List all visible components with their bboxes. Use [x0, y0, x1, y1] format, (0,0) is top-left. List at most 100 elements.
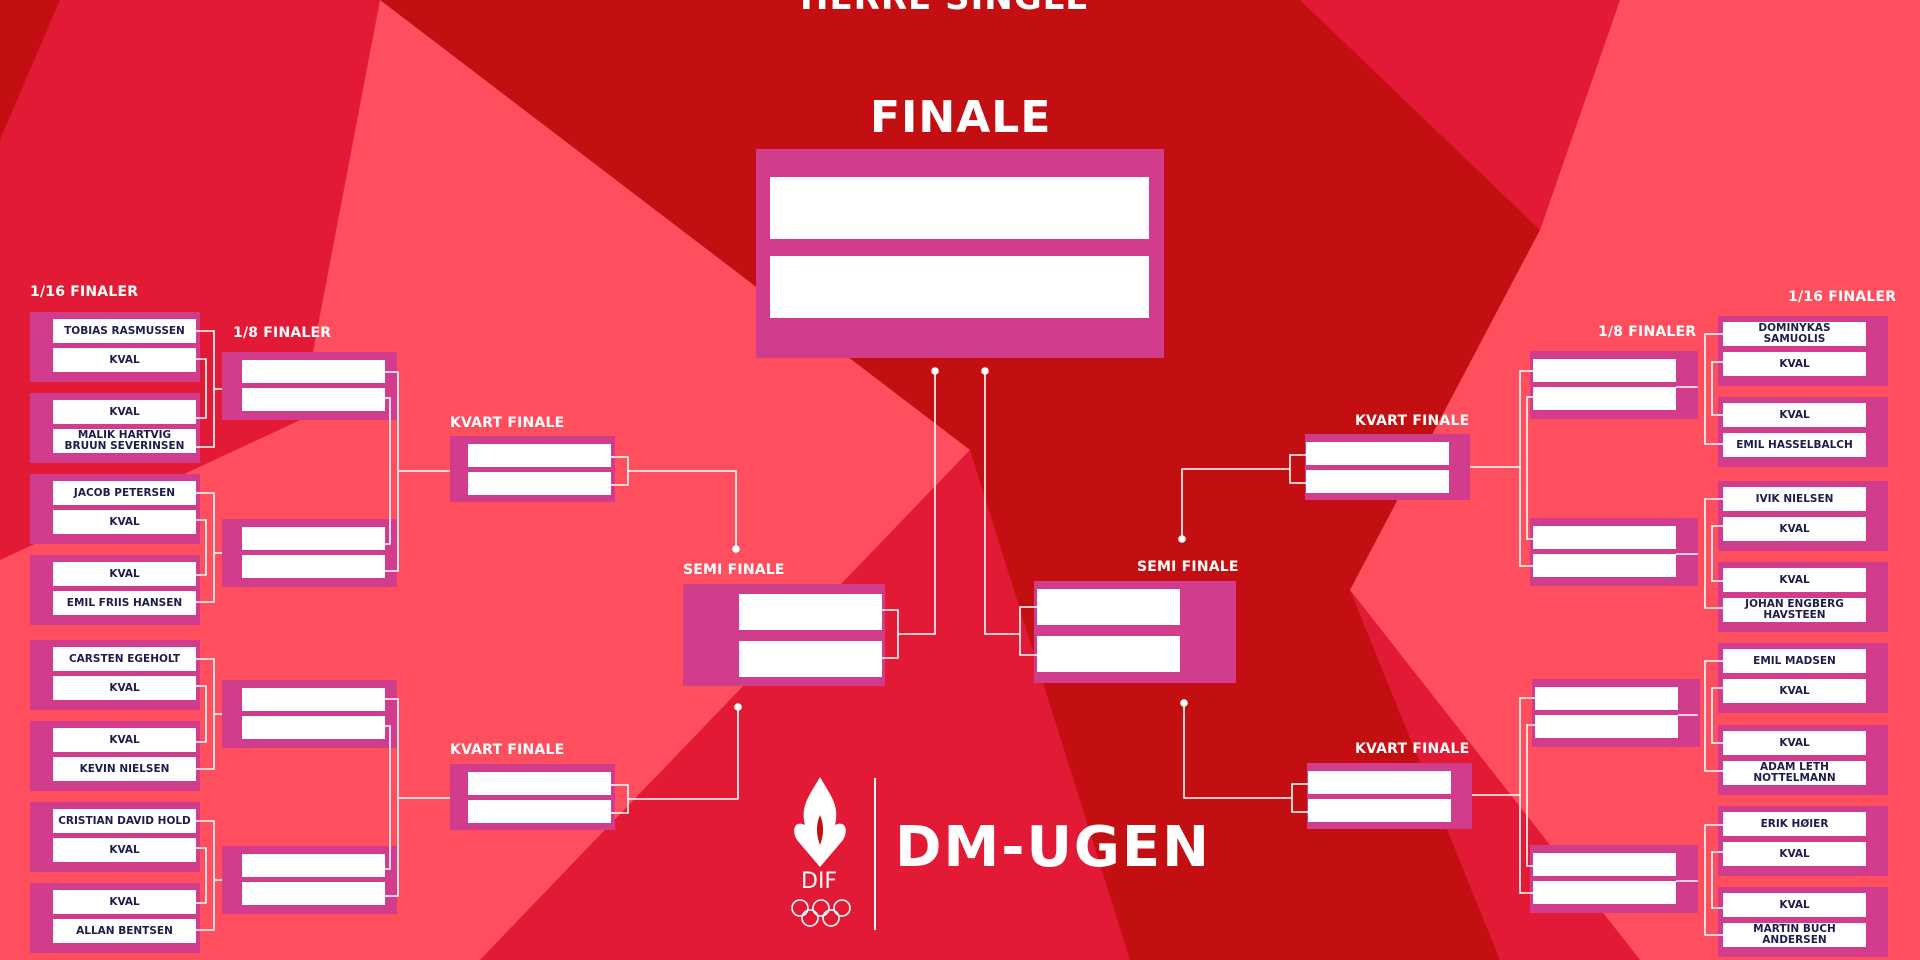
player-slot[interactable]: EMIL FRIIS HANSEN	[53, 591, 196, 615]
player-slot[interactable]: KVAL	[1723, 731, 1866, 755]
r8-slot[interactable]	[242, 555, 385, 578]
sf-slot[interactable]	[1037, 589, 1180, 625]
r8-slot[interactable]	[1533, 359, 1676, 382]
left-r16-match-7: CRISTIAN DAVID HOLD KVAL	[30, 802, 200, 872]
final-slot-1[interactable]	[770, 177, 1149, 239]
left-r8-match-1	[222, 352, 397, 420]
r8-slot[interactable]	[1533, 526, 1676, 549]
dif-flame-icon	[794, 777, 846, 867]
qf-slot[interactable]	[1308, 799, 1451, 822]
player-slot[interactable]: KVAL	[53, 728, 196, 752]
player-slot[interactable]: KVAL	[53, 838, 196, 862]
right-r16-match-8: KVAL MARTIN BUCH ANDERSEN	[1718, 887, 1888, 957]
qf-slot[interactable]	[1308, 771, 1451, 794]
right-r16-match-7: ERIK HØIER KVAL	[1718, 806, 1888, 876]
right-r16-match-1: DOMINYKAS SAMUOLIS KVAL	[1718, 316, 1888, 386]
player-slot[interactable]: JOHAN ENGBERG HAVSTEEN	[1723, 598, 1866, 622]
player-slot[interactable]: IVIK NIELSEN	[1723, 487, 1866, 511]
page-title: HERRE SINGLE	[800, 0, 1090, 18]
player-slot[interactable]: CRISTIAN DAVID HOLD	[53, 809, 196, 833]
qf-slot[interactable]	[468, 772, 611, 795]
player-slot[interactable]: ADAM LETH NOTTELMANN	[1723, 761, 1866, 785]
player-slot[interactable]: EMIL HASSELBALCH	[1723, 433, 1866, 457]
player-slot[interactable]: ERIK HØIER	[1723, 812, 1866, 836]
player-slot[interactable]: KVAL	[1723, 517, 1866, 541]
qf-slot[interactable]	[1306, 442, 1449, 465]
player-slot[interactable]: KVAL	[1723, 568, 1866, 592]
left-qf-match-1	[450, 436, 615, 502]
player-slot[interactable]: DOMINYKAS SAMUOLIS	[1723, 322, 1866, 346]
player-slot[interactable]: KVAL	[53, 348, 196, 372]
left-r8-match-3	[222, 680, 397, 748]
player-slot[interactable]: KVAL	[53, 562, 196, 586]
label-qf-left-top: KVART FINALE	[450, 415, 565, 431]
r8-slot[interactable]	[1533, 881, 1676, 904]
player-slot[interactable]: TOBIAS RASMUSSEN	[53, 319, 196, 343]
r8-slot[interactable]	[242, 388, 385, 411]
r8-slot[interactable]	[242, 854, 385, 877]
final-match-box	[756, 149, 1164, 358]
right-r16-match-2: KVAL EMIL HASSELBALCH	[1718, 397, 1888, 467]
r8-slot[interactable]	[1533, 853, 1676, 876]
label-r16-left: 1/16 FINALER	[30, 284, 139, 300]
player-slot[interactable]: CARSTEN EGEHOLT	[53, 647, 196, 671]
label-r8-right: 1/8 FINALER	[1598, 324, 1697, 340]
player-slot[interactable]: EMIL MADSEN	[1723, 649, 1866, 673]
right-r8-match-1	[1530, 351, 1698, 419]
label-qf-left-bottom: KVART FINALE	[450, 742, 565, 758]
r8-slot[interactable]	[1533, 387, 1676, 410]
r8-slot[interactable]	[1535, 687, 1678, 710]
right-sf-match	[1034, 581, 1236, 683]
right-r8-match-2	[1530, 518, 1698, 586]
r8-slot[interactable]	[1535, 715, 1678, 738]
player-slot[interactable]: KVAL	[1723, 893, 1866, 917]
label-qf-right-top: KVART FINALE	[1355, 413, 1470, 429]
label-qf-right-bottom: KVART FINALE	[1355, 741, 1470, 757]
right-r16-match-5: EMIL MADSEN KVAL	[1718, 643, 1888, 713]
player-slot[interactable]: KEVIN NIELSEN	[53, 757, 196, 781]
left-sf-match	[683, 584, 885, 686]
player-slot[interactable]: KVAL	[53, 676, 196, 700]
final-slot-2[interactable]	[770, 256, 1149, 318]
qf-slot[interactable]	[468, 800, 611, 823]
player-slot[interactable]: KVAL	[1723, 403, 1866, 427]
label-r16-right: 1/16 FINALER	[1788, 289, 1897, 305]
player-slot[interactable]: KVAL	[1723, 679, 1866, 703]
player-slot[interactable]: KVAL	[1723, 352, 1866, 376]
r8-slot[interactable]	[242, 716, 385, 739]
player-slot[interactable]: JACOB PETERSEN	[53, 481, 196, 505]
player-slot[interactable]: KVAL	[53, 510, 196, 534]
event-logo-text: DM-UGEN	[895, 815, 1212, 880]
r8-slot[interactable]	[242, 360, 385, 383]
label-sf-left: SEMI FINALE	[683, 562, 785, 578]
player-slot[interactable]: KVAL	[1723, 842, 1866, 866]
left-r16-match-5: CARSTEN EGEHOLT KVAL	[30, 640, 200, 710]
left-r16-match-6: KVAL KEVIN NIELSEN	[30, 721, 200, 791]
qf-slot[interactable]	[1306, 470, 1449, 493]
right-r16-match-4: KVAL JOHAN ENGBERG HAVSTEEN	[1718, 562, 1888, 632]
left-r16-match-1: TOBIAS RASMUSSEN KVAL	[30, 312, 200, 382]
qf-slot[interactable]	[468, 472, 611, 495]
r8-slot[interactable]	[242, 688, 385, 711]
player-slot[interactable]: KVAL	[53, 400, 196, 424]
dif-text: DIF	[801, 869, 838, 894]
sf-slot[interactable]	[739, 594, 882, 630]
label-sf-right: SEMI FINALE	[1137, 559, 1239, 575]
r8-slot[interactable]	[1533, 554, 1676, 577]
sf-slot[interactable]	[739, 641, 882, 677]
right-r16-match-3: IVIK NIELSEN KVAL	[1718, 481, 1888, 551]
player-slot[interactable]: KVAL	[53, 890, 196, 914]
left-r16-match-4: KVAL EMIL FRIIS HANSEN	[30, 555, 200, 625]
right-qf-match-1	[1305, 434, 1470, 500]
left-r8-match-2	[222, 519, 397, 587]
player-slot[interactable]: ALLAN BENTSEN	[53, 919, 196, 943]
right-qf-match-2	[1307, 763, 1472, 829]
player-slot[interactable]: MALIK HARTVIG BRUUN SEVERINSEN	[53, 429, 196, 453]
r8-slot[interactable]	[242, 882, 385, 905]
r8-slot[interactable]	[242, 527, 385, 550]
left-qf-match-2	[450, 764, 615, 830]
qf-slot[interactable]	[468, 444, 611, 467]
label-r8-left: 1/8 FINALER	[233, 325, 332, 341]
sf-slot[interactable]	[1037, 636, 1180, 672]
player-slot[interactable]: MARTIN BUCH ANDERSEN	[1723, 923, 1866, 947]
